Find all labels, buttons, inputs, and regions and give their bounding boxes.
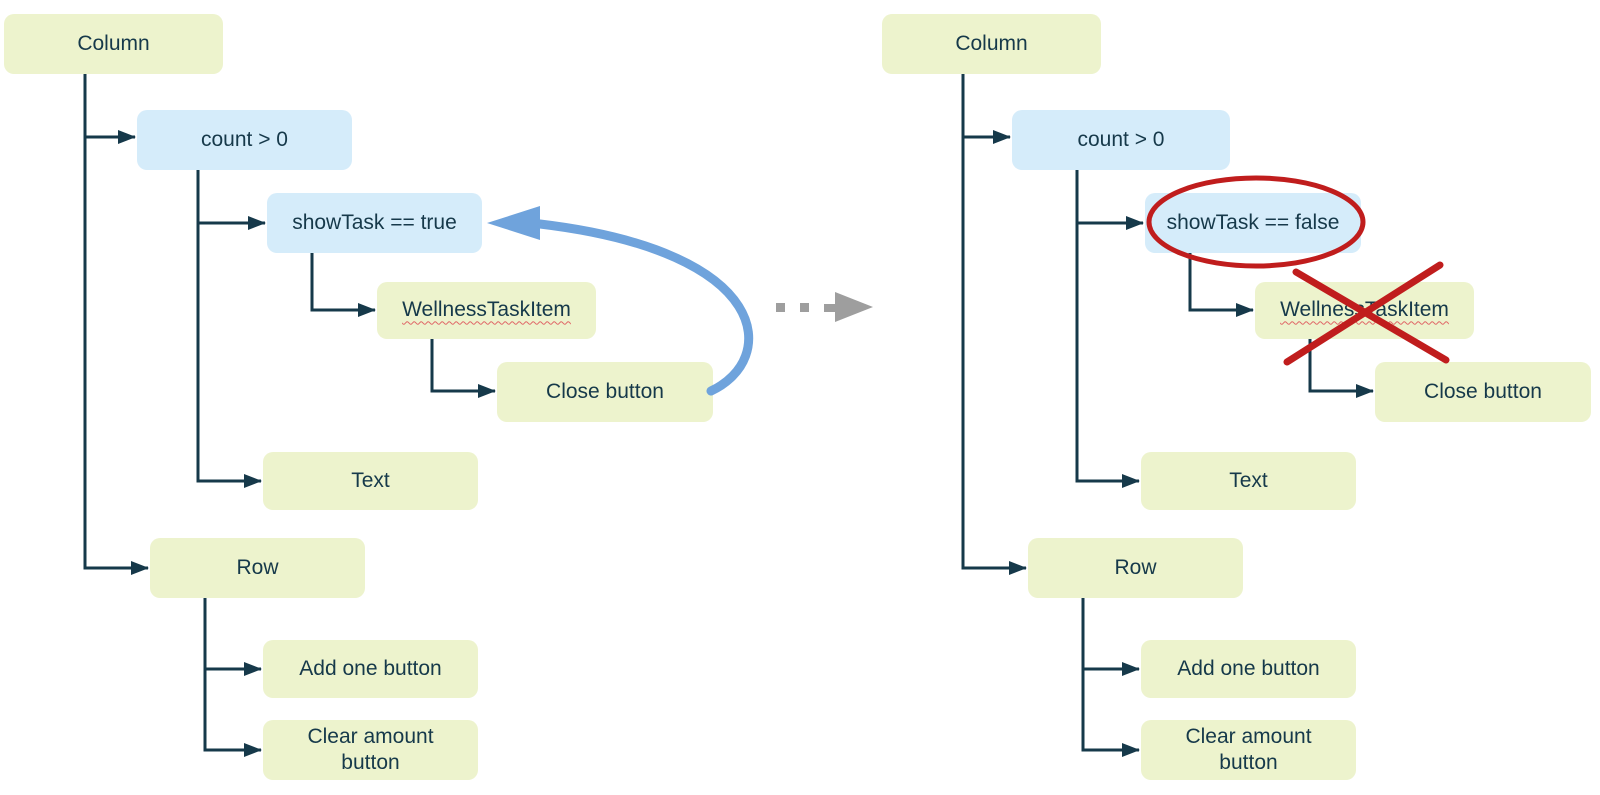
left-node-add-one-button: Add one button: [263, 640, 478, 698]
right-node-clear-amount-button: Clear amount button: [1141, 720, 1356, 780]
left-node-showtask-condition: showTask == true: [267, 193, 482, 253]
right-node-column: Column: [882, 14, 1101, 74]
left-node-showtask-label: showTask == true: [292, 210, 457, 234]
left-node-close-label: Close button: [546, 379, 664, 403]
right-node-text: Text: [1141, 452, 1356, 510]
left-node-close-button: Close button: [497, 362, 713, 422]
left-node-column-label: Column: [77, 31, 150, 55]
right-node-add-one-label: Add one button: [1177, 656, 1320, 680]
right-edge-wellness-close: [1308, 339, 1374, 398]
right-edge-count-text: [1075, 170, 1140, 488]
right-node-close-button: Close button: [1375, 362, 1591, 422]
left-node-count-label: count > 0: [201, 127, 288, 151]
right-node-showtask-label: showTask == false: [1166, 210, 1340, 234]
recompose-loop-arrow: [535, 219, 754, 396]
crossout-x-icon: [1283, 261, 1450, 366]
highlight-ellipse: [1146, 175, 1366, 269]
left-node-column: Column: [4, 14, 223, 74]
right-node-row: Row: [1028, 538, 1243, 598]
transition-arrow-icon: [776, 292, 873, 322]
left-node-clear-amount-button: Clear amount button: [263, 720, 478, 780]
right-edge-showtask-wellness: [1188, 253, 1254, 317]
left-edge-column-row: [83, 74, 149, 575]
left-edge-count-text: [196, 170, 262, 488]
right-node-row-label: Row: [1114, 555, 1157, 579]
right-node-add-one-button: Add one button: [1141, 640, 1356, 698]
left-node-clear-amount-label: Clear amount button: [307, 724, 434, 774]
left-node-text-label: Text: [351, 468, 390, 492]
left-edge-showtask-wellness: [310, 253, 376, 317]
left-node-wellness-label: WellnessTaskItem: [402, 298, 571, 322]
right-node-clear-amount-label: Clear amount button: [1185, 724, 1312, 774]
right-node-count-label: count > 0: [1077, 127, 1165, 151]
right-node-count-condition: count > 0: [1012, 110, 1230, 170]
left-node-row-label: Row: [236, 555, 279, 579]
recompose-loop-arrowhead-icon: [487, 206, 540, 240]
left-edge-row-clear: [203, 598, 262, 757]
right-node-showtask-condition: showTask == false: [1145, 193, 1361, 253]
left-node-row: Row: [150, 538, 365, 598]
right-node-text-label: Text: [1229, 468, 1268, 492]
left-node-wellness-task-item: WellnessTaskItem: [377, 282, 596, 339]
left-node-count-condition: count > 0: [137, 110, 352, 170]
right-edge-row-clear: [1081, 598, 1140, 757]
right-node-close-label: Close button: [1424, 379, 1542, 403]
left-edge-wellness-close: [430, 339, 496, 398]
right-edge-column-row: [961, 74, 1027, 575]
left-node-add-one-label: Add one button: [299, 656, 442, 680]
left-node-text: Text: [263, 452, 478, 510]
right-node-column-label: Column: [955, 31, 1028, 55]
